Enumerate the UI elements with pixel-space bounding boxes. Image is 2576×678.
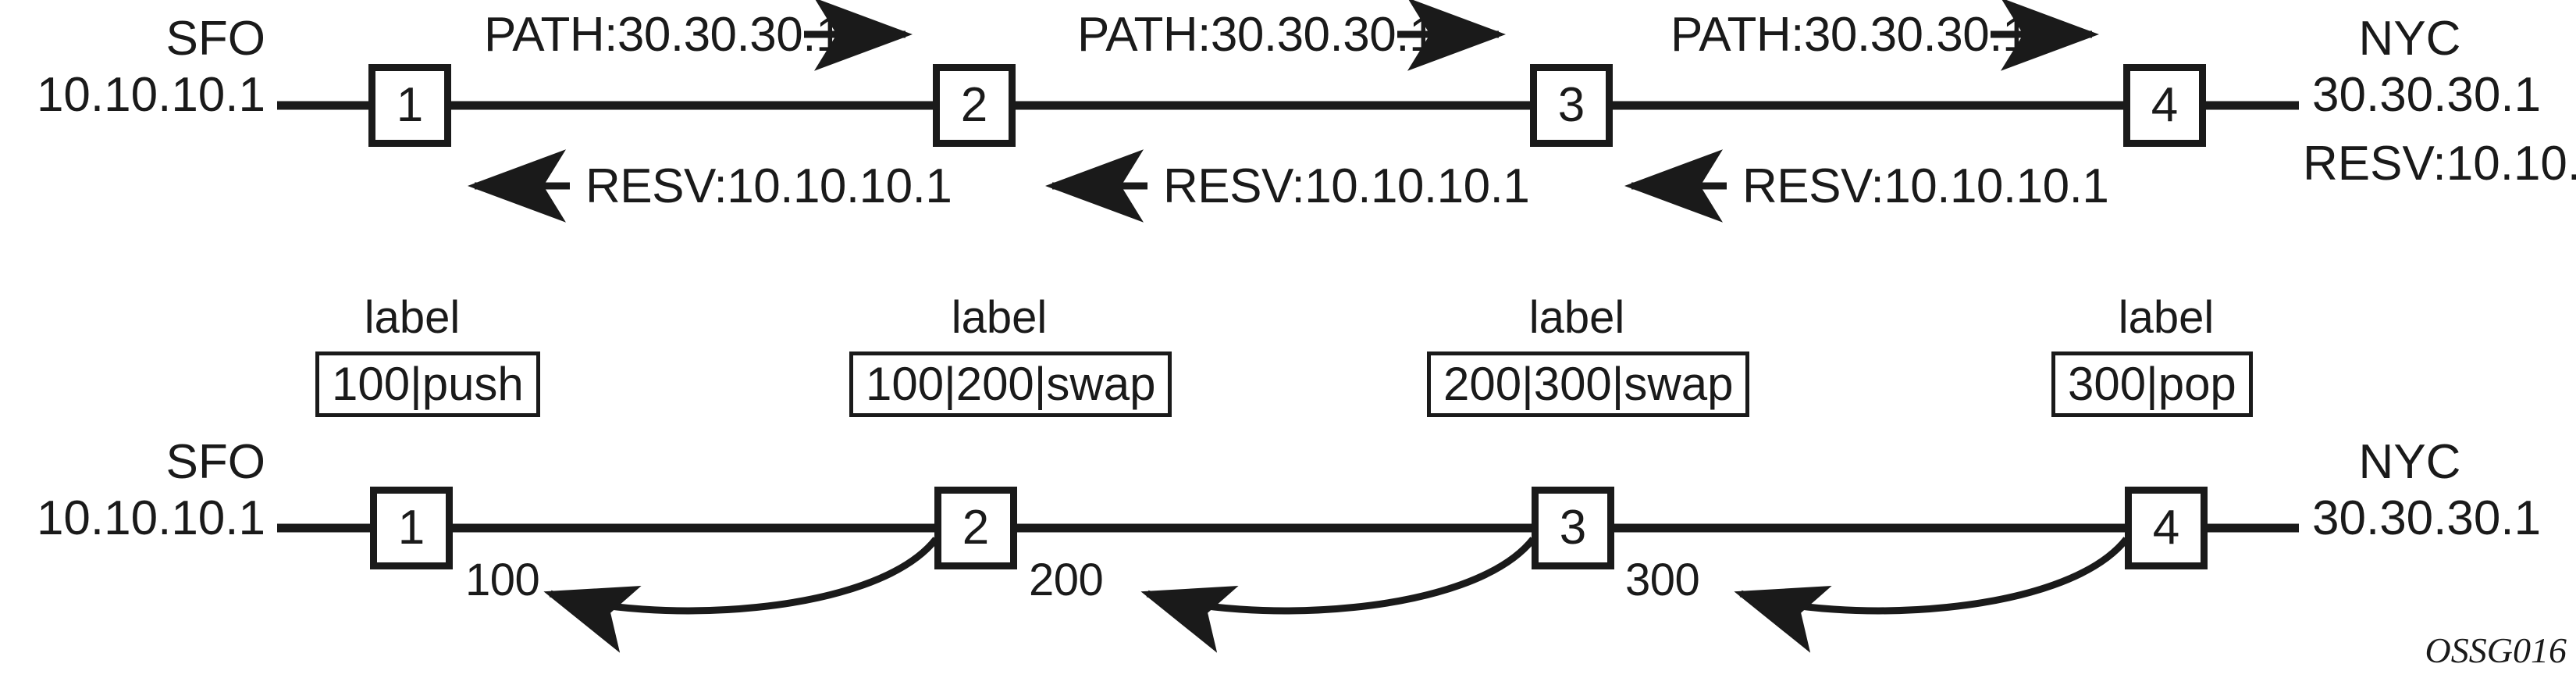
advertised-label-200: 200 bbox=[1029, 555, 1104, 605]
top-right-endpoint-city: NYC bbox=[2358, 12, 2461, 66]
bottom-right-endpoint-address: 30.30.30.1 bbox=[2312, 491, 2542, 545]
bottom-node-2[interactable]: 2 bbox=[934, 487, 1017, 569]
label-box-node-3[interactable]: 200|300|swap bbox=[1427, 351, 1750, 417]
top-node-1-label: 1 bbox=[396, 78, 424, 132]
top-node-4[interactable]: 4 bbox=[2123, 64, 2206, 147]
top-right-endpoint-resv-note: RESV:10.10.10.1 bbox=[2303, 137, 2576, 191]
path-label-segment-2: PATH:30.30.30.1 bbox=[1077, 8, 1436, 62]
label-box-node-2-value: 100|200|swap bbox=[866, 358, 1156, 410]
bottom-node-4-label: 4 bbox=[2152, 501, 2180, 555]
label-box-node-1-value: 100|push bbox=[332, 358, 524, 410]
top-node-4-label: 4 bbox=[2151, 78, 2179, 132]
bottom-left-endpoint: SFO 10.10.10.1 bbox=[16, 434, 265, 547]
top-left-endpoint-address: 10.10.10.1 bbox=[36, 67, 265, 122]
label-box-node-2[interactable]: 100|200|swap bbox=[849, 351, 1172, 417]
label-caption-node-3: label bbox=[1528, 292, 1625, 343]
bottom-node-3-label: 3 bbox=[1559, 501, 1587, 555]
bottom-node-1-label: 1 bbox=[397, 501, 425, 555]
top-node-3-label: 3 bbox=[1557, 78, 1585, 132]
bottom-left-endpoint-address: 10.10.10.1 bbox=[36, 491, 265, 545]
top-node-2-label: 2 bbox=[960, 78, 988, 132]
label-box-node-3-value: 200|300|swap bbox=[1443, 358, 1734, 410]
bottom-node-4[interactable]: 4 bbox=[2125, 487, 2208, 569]
label-box-node-4-value: 300|pop bbox=[2068, 358, 2236, 410]
bottom-node-3[interactable]: 3 bbox=[1532, 487, 1614, 569]
path-label-segment-3: PATH:30.30.30.1 bbox=[1670, 8, 2029, 62]
bottom-node-1[interactable]: 1 bbox=[370, 487, 453, 569]
figure-id-watermark: OSSG016 bbox=[2425, 630, 2567, 670]
label-box-node-4[interactable]: 300|pop bbox=[2051, 351, 2253, 417]
label-advertisement-curves bbox=[543, 537, 2129, 653]
resv-label-segment-2: RESV:10.10.10.1 bbox=[1163, 159, 1530, 213]
bottom-right-endpoint-city: NYC bbox=[2358, 435, 2461, 489]
bottom-right-endpoint: NYC 30.30.30.1 bbox=[2312, 434, 2570, 547]
bottom-left-endpoint-city: SFO bbox=[165, 435, 265, 489]
label-caption-node-2: label bbox=[951, 292, 1048, 343]
top-right-endpoint: NYC 30.30.30.1 RESV:10.10.10.1 bbox=[2303, 11, 2576, 191]
label-caption-node-4: label bbox=[2118, 292, 2215, 343]
resv-label-segment-1: RESV:10.10.10.1 bbox=[585, 159, 952, 213]
advertised-label-100: 100 bbox=[465, 555, 540, 605]
top-node-3[interactable]: 3 bbox=[1530, 64, 1613, 147]
top-left-endpoint: SFO 10.10.10.1 bbox=[16, 11, 265, 123]
advertised-label-300: 300 bbox=[1625, 555, 1700, 605]
resv-label-segment-3: RESV:10.10.10.1 bbox=[1742, 159, 2109, 213]
top-node-1[interactable]: 1 bbox=[368, 64, 451, 147]
bottom-node-2-label: 2 bbox=[962, 501, 990, 555]
top-node-2[interactable]: 2 bbox=[933, 64, 1016, 147]
path-label-segment-1: PATH:30.30.30.1 bbox=[484, 8, 842, 62]
top-left-endpoint-city: SFO bbox=[165, 12, 265, 66]
label-box-node-1[interactable]: 100|push bbox=[315, 351, 540, 417]
top-right-endpoint-address: 30.30.30.1 bbox=[2312, 67, 2542, 122]
label-caption-node-1: label bbox=[364, 292, 461, 343]
